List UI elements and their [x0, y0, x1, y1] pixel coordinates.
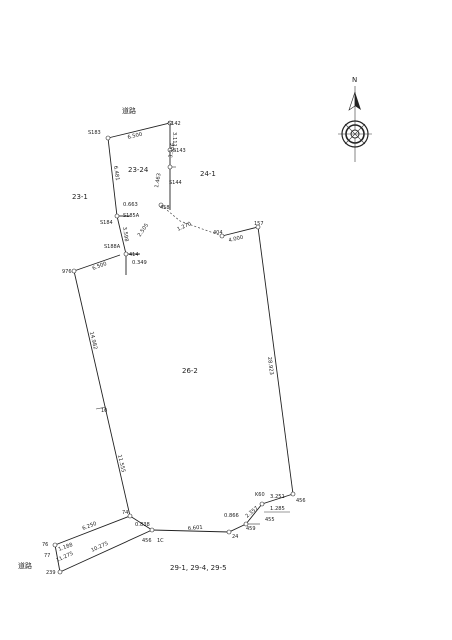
parcel-boundaries — [54, 122, 294, 573]
dimension-label: 11.555 — [116, 454, 126, 473]
point-label: 414 — [129, 252, 139, 258]
dimension-label: 0.866 — [224, 513, 239, 519]
point-label: 239 — [46, 570, 56, 576]
dimension-label: 14.982 — [88, 331, 98, 350]
point-label: S185A — [123, 213, 140, 219]
dimension-label: 6.481 — [112, 165, 120, 181]
point-label: S144 — [169, 180, 182, 186]
point-label: 76 — [42, 542, 48, 548]
dimension-label: 2.505 — [137, 223, 150, 239]
point-label: S143 — [173, 148, 186, 154]
point-label: S183 — [88, 130, 101, 136]
dimension-label: 6.601 — [188, 525, 203, 532]
dimension-label: 6.250 — [82, 521, 98, 532]
dimension-label: 1.285 — [270, 506, 285, 512]
dimension-label: 1.188 — [58, 542, 74, 553]
dimension-label: 2.357 — [244, 505, 259, 519]
point-label: 456 — [296, 498, 306, 504]
north-label: N — [352, 76, 357, 84]
dimension-label: 3.111 — [171, 132, 177, 147]
dimension-label: 11.275 — [55, 551, 74, 564]
parcel-label-23-1: 23-1 — [72, 193, 88, 201]
point-label: 456 — [142, 538, 152, 544]
point-label: S188A — [104, 244, 121, 250]
dimension-label: 1.463 — [154, 173, 162, 189]
dimension-label: 0.663 — [123, 202, 138, 208]
parcel-label-29: 29-1, 29-4, 29-5 — [170, 564, 227, 572]
dimension-label: 10.275 — [90, 541, 109, 554]
dimension-label: 0.838 — [135, 522, 150, 528]
dimension-label: 28.923 — [266, 357, 274, 376]
point-label: 77 — [44, 553, 50, 559]
point-label: 404 — [213, 230, 223, 236]
point-label: 459 — [246, 526, 256, 532]
survey-nodes — [52, 120, 296, 575]
point-label: 157 — [254, 221, 264, 227]
north-arrow-icon — [338, 86, 372, 162]
dimension-label: 6.500 — [127, 132, 143, 141]
parcel-label-23-24: 23-24 — [128, 166, 149, 174]
dimension-label: 3.356 — [168, 143, 176, 159]
point-label: S184 — [100, 220, 113, 226]
point-label: 10 — [101, 408, 107, 414]
road-label-bottom: 道路 — [18, 561, 32, 570]
point-label: K60 — [255, 492, 265, 498]
point-label: 1C — [157, 538, 164, 544]
dimension-label: 0.349 — [132, 260, 147, 266]
point-label: 74 — [122, 510, 128, 516]
point-label: S142 — [168, 121, 181, 127]
parcel-label-26-2: 26-2 — [182, 367, 198, 375]
point-label: 24 — [232, 534, 238, 540]
dimension-label: 3.251 — [270, 494, 285, 500]
dimension-label: 1.270 — [176, 221, 192, 233]
dimension-label: 4.000 — [228, 235, 244, 244]
road-label-top: 道路 — [122, 106, 136, 115]
point-label: 976 — [62, 269, 72, 275]
dimension-label: 6.500 — [92, 261, 108, 272]
point-label: 458 — [160, 205, 170, 211]
point-label: 455 — [265, 517, 275, 523]
dimension-label: 3.598 — [121, 226, 129, 242]
parcel-label-24-1: 24-1 — [200, 170, 216, 178]
